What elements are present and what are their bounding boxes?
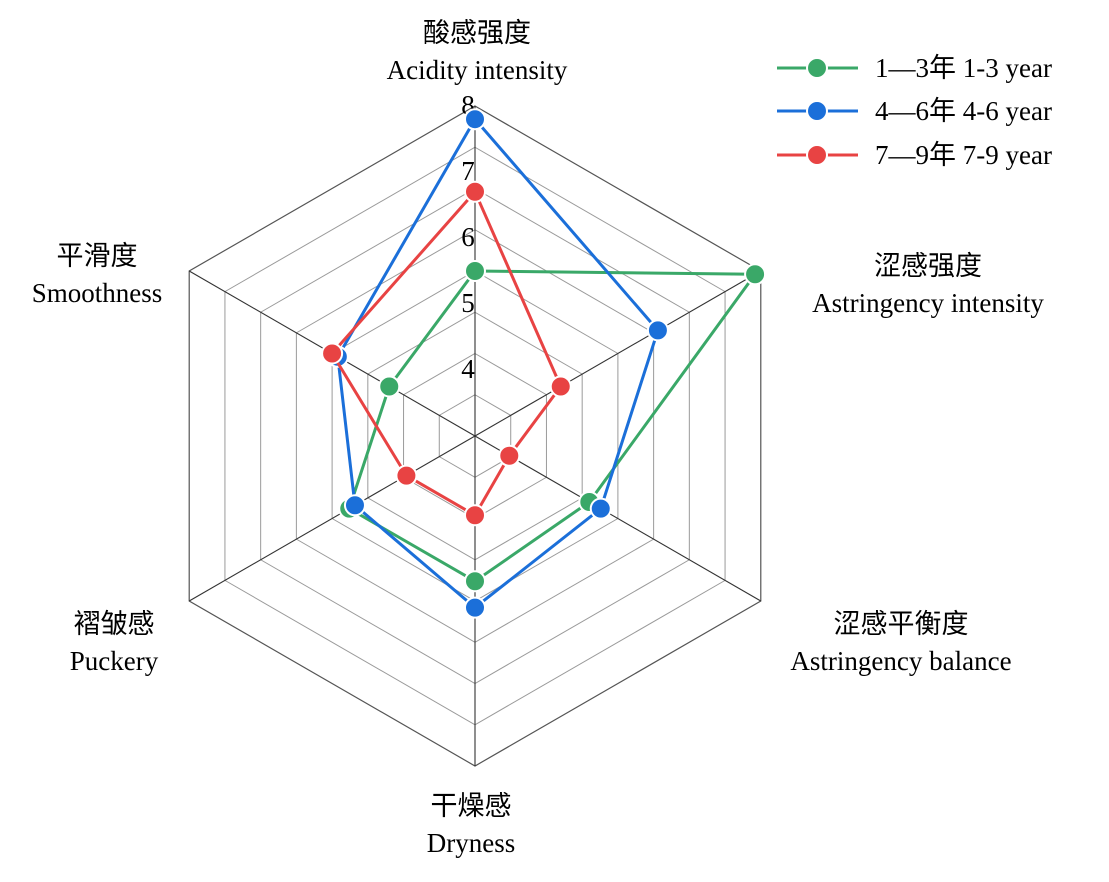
- data-point: [744, 263, 767, 286]
- axis-label-en: Astringency intensity: [812, 288, 1044, 318]
- axis-spoke: [188, 435, 476, 602]
- data-point: [549, 375, 572, 398]
- legend-label: 7—9年 7-9 year: [875, 140, 1052, 170]
- data-point: [378, 375, 401, 398]
- legend-marker: [806, 100, 828, 122]
- axis-label-1: 酸感强度 Acidity intensity: [387, 18, 568, 85]
- axis-layer: [188, 106, 762, 766]
- axis-label-layer: 酸感强度 Acidity intensity 涩感强度 Astringency int…: [32, 18, 1045, 858]
- data-point: [464, 180, 486, 203]
- legend-item-2: 4—6年 4-6 year: [777, 96, 1052, 126]
- axis-label-zh: 平滑度: [57, 241, 138, 271]
- axis-label-4: 干燥感 Dryness: [427, 791, 516, 858]
- legend-label: 4—6年 4-6 year: [875, 96, 1052, 126]
- axis-spoke: [474, 270, 762, 437]
- series-2: [326, 108, 669, 619]
- data-point: [464, 504, 486, 527]
- tick-label: 7: [461, 156, 475, 186]
- tick-label: 4: [461, 354, 475, 384]
- axis-label-zh: 酸感强度: [423, 18, 531, 48]
- data-point: [395, 464, 418, 487]
- axis-label-5: 褶皱感 Puckery: [70, 609, 159, 676]
- axis-label-zh: 涩感平衡度: [834, 609, 969, 639]
- axis-label-2: 涩感强度 Astringency intensity: [812, 251, 1044, 318]
- series-3: [321, 180, 572, 527]
- axis-label-6: 平滑度 Smoothness: [32, 241, 163, 308]
- legend-item-1: 1—3年 1-3 year: [777, 53, 1052, 83]
- data-point: [464, 570, 486, 593]
- data-point: [646, 319, 669, 342]
- axis-label-en: Smoothness: [32, 278, 163, 308]
- legend-marker: [806, 57, 828, 79]
- axis-label-zh: 褶皱感: [74, 609, 155, 639]
- axis-label-en: Acidity intensity: [387, 55, 568, 85]
- axis-label-3: 涩感平衡度 Astringency balance: [790, 609, 1011, 676]
- data-point: [464, 596, 486, 619]
- legend-marker: [806, 144, 828, 166]
- tick-label: 6: [461, 222, 475, 252]
- legend-label: 1—3年 1-3 year: [875, 53, 1052, 83]
- axis-label-zh: 干燥感: [431, 791, 512, 821]
- axis-label-zh: 涩感强度: [874, 251, 982, 281]
- axis-spoke: [474, 435, 762, 602]
- legend-item-3: 7—9年 7-9 year: [777, 140, 1052, 170]
- data-point: [464, 260, 486, 282]
- data-point: [498, 444, 521, 467]
- data-point: [321, 342, 344, 365]
- axis-label-en: Dryness: [427, 828, 516, 858]
- data-point: [464, 108, 486, 131]
- data-point: [589, 497, 612, 520]
- series-line: [347, 269, 757, 583]
- axis-label-en: Astringency balance: [790, 646, 1011, 676]
- legend: 1—3年 1-3 year 4—6年 4-6 year 7—9年 7-9 year: [777, 53, 1052, 170]
- series-layer: [321, 108, 767, 619]
- axis-label-en: Puckery: [70, 646, 159, 676]
- data-point: [343, 494, 366, 517]
- series-line: [330, 190, 563, 517]
- tick-label: 5: [461, 288, 475, 318]
